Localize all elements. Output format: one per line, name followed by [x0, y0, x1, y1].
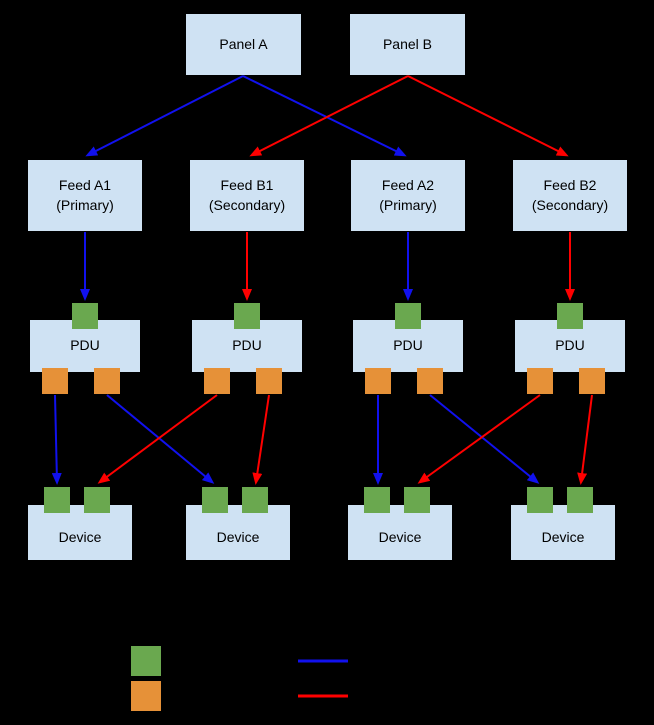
pdu-4-input-square [557, 303, 583, 329]
pdu-3-output-1-square [365, 368, 391, 394]
feed-a1-role: (Primary) [56, 196, 114, 213]
device-3-input-2-square [404, 487, 430, 513]
pdu-1-box: PDU [30, 320, 140, 372]
device-3-input-1-square [364, 487, 390, 513]
feed-a2-box: Feed A2 (Primary) [351, 160, 465, 231]
legend-green-square-swatch [131, 646, 161, 676]
feed-b1-role: (Secondary) [208, 196, 286, 213]
device-2-input-2-square [242, 487, 268, 513]
pdu-1-output-2-square [94, 368, 120, 394]
arrow-panel-b-to-feed-b1 [249, 75, 409, 157]
pdu-4-label: PDU [555, 337, 585, 354]
pdu-3-label: PDU [393, 337, 423, 354]
device-2-label: Device [216, 528, 260, 545]
device-4-input-2-square [567, 487, 593, 513]
pdu-1-label: PDU [70, 337, 100, 354]
pdu-1-input-square [72, 303, 98, 329]
pdu-2-label: PDU [232, 337, 262, 354]
legend-orange-square-swatch [131, 681, 161, 711]
arrow-pdu-1-to-device-1 [51, 394, 62, 485]
pdu-4-output-1-square [527, 368, 553, 394]
feed-a1-box: Feed A1 (Primary) [28, 160, 142, 231]
panel-a-box: Panel A [186, 14, 301, 75]
device-4-input-1-square [527, 487, 553, 513]
pdu-2-input-square [234, 303, 260, 329]
feed-a1-name: Feed A1 [58, 176, 112, 193]
feed-b1-box: Feed B1 (Secondary) [190, 160, 304, 231]
device-2-box: Device [186, 505, 290, 560]
device-1-label: Device [58, 528, 102, 545]
feed-b2-role: (Secondary) [531, 196, 609, 213]
device-3-label: Device [378, 528, 422, 545]
feed-b2-box: Feed B2 (Secondary) [513, 160, 627, 231]
device-3-box: Device [348, 505, 452, 560]
panel-b-box: Panel B [350, 14, 465, 75]
arrow-pdu-3-to-device-4 [429, 394, 540, 484]
arrow-pdu-2-to-device-1 [97, 394, 218, 484]
device-1-input-2-square [84, 487, 110, 513]
pdu-2-output-2-square [256, 368, 282, 394]
feed-b1-name: Feed B1 [220, 176, 274, 193]
pdu-1-output-1-square [42, 368, 68, 394]
arrow-pdu-2-to-device-2 [252, 394, 270, 485]
device-4-label: Device [541, 528, 585, 545]
arrow-panel-b-to-feed-b2 [407, 75, 569, 157]
arrow-panel-a-to-feed-a2 [242, 75, 407, 157]
pdu-3-input-square [395, 303, 421, 329]
pdu-4-output-2-square [579, 368, 605, 394]
pdu-3-output-2-square [417, 368, 443, 394]
panel-a-label: Panel A [219, 35, 268, 52]
arrow-pdu-4-to-device-4 [577, 394, 593, 485]
panel-b-label: Panel B [382, 35, 433, 52]
feed-a2-role: (Primary) [379, 196, 437, 213]
device-1-box: Device [28, 505, 132, 560]
feed-b2-name: Feed B2 [543, 176, 597, 193]
device-2-input-1-square [202, 487, 228, 513]
device-4-box: Device [511, 505, 615, 560]
arrow-pdu-4-to-device-3 [417, 394, 541, 484]
arrow-panel-a-to-feed-a1 [85, 75, 244, 157]
device-1-input-1-square [44, 487, 70, 513]
pdu-2-output-1-square [204, 368, 230, 394]
feed-a2-name: Feed A2 [381, 176, 435, 193]
